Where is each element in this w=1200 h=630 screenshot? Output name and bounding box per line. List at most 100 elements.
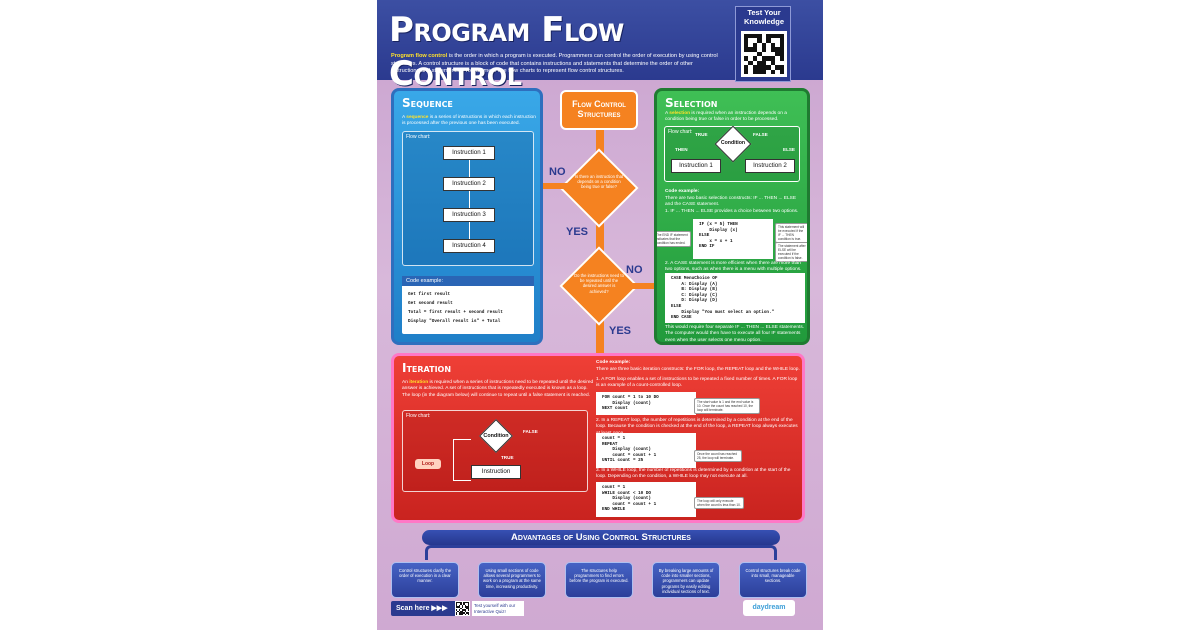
selection-case-footer: This would require four separate IF ... … (665, 325, 805, 343)
iteration-condition: Condition (483, 433, 509, 439)
note-endif: The END IF statement indicates that the … (657, 231, 691, 247)
intro-text: Program flow control is the order in whi… (391, 53, 721, 76)
qr-panel[interactable]: Test Your Knowledge (735, 6, 791, 82)
no-arrow-2 (627, 283, 655, 289)
iteration-panel: Iteration An iteration is required when … (391, 353, 805, 523)
iteration-flow-label: Flow chart: (406, 413, 431, 419)
sequence-text-post: is a series of instructions in which eac… (402, 115, 536, 127)
yes-label-1: YES (566, 226, 589, 238)
for-note: The start value is 1 and the end value i… (694, 398, 760, 414)
sequence-code-title: Code example: (402, 276, 534, 286)
sequence-instruction-1: Instruction 1 (443, 146, 495, 160)
selection-ifthen-code: IF (x = 5) THEN Display (x) ELSE x = x +… (693, 219, 773, 259)
while-note: The loop will only execute when the coun… (694, 497, 744, 509)
selection-condition: Condition (720, 140, 746, 146)
selection-text-pre: A (665, 111, 670, 116)
sequence-code-box: Code example: Get first result Get secon… (402, 276, 534, 334)
intro-body: is the order in which a program is execu… (391, 53, 718, 75)
sequence-instruction-4: Instruction 4 (443, 239, 495, 253)
advantages-title: Advantages of Using Control Structures (422, 530, 780, 545)
sequence-arrow-1 (469, 160, 470, 177)
iteration-text-post: is required when a series of instruction… (402, 380, 594, 398)
selection-flow-chart: Flow chart: Condition TRUE FALSE THEN EL… (664, 125, 800, 182)
advantage-card: Using small sections of code allows seve… (478, 562, 546, 598)
advantage-card: Control structures break code into small… (739, 562, 807, 598)
false-label: FALSE (753, 132, 768, 137)
iteration-text-hl: iteration (409, 380, 429, 385)
iteration-code-intro: There are three basic iteration construc… (596, 367, 800, 372)
poster: Program Flow Control Program flow contro… (377, 0, 823, 630)
daydream-logo: daydream (743, 600, 795, 616)
advantages-bracket (425, 545, 777, 560)
sequence-arrow-2 (469, 191, 470, 208)
question-2-text: Do the instructions need to be repeated … (574, 273, 624, 294)
yes-label-2: YES (609, 325, 632, 337)
sequence-instruction-3: Instruction 3 (443, 208, 495, 222)
else-label: ELSE (783, 147, 795, 152)
sequence-instruction-2: Instruction 2 (443, 177, 495, 191)
selection-instruction-1: Instruction 1 (671, 159, 721, 173)
note-false: The statement after ELSE will be execute… (775, 242, 807, 262)
iteration-false-label: FALSE (523, 429, 538, 434)
iteration-instruction: Instruction (471, 465, 521, 479)
header: Program Flow Control Program flow contro… (377, 0, 823, 94)
center-stem (596, 128, 604, 353)
advantage-card: By breaking large amounts of code into s… (652, 562, 720, 598)
sequence-text-hl: sequence (406, 115, 429, 120)
code-line: Total = first result + second result (408, 310, 503, 315)
sequence-arrow-3 (469, 222, 470, 239)
code-line: Get second result (408, 301, 453, 306)
iteration-while-label: 3. In a WHILE loop, the number of repeti… (596, 468, 791, 480)
sequence-title: Sequence (402, 96, 453, 110)
no-arrow-1 (543, 183, 573, 189)
sequence-text: A sequence is a series of instructions i… (402, 115, 536, 128)
selection-title: Selection (665, 96, 718, 110)
scan-here-label[interactable]: Scan here ▶▶▶ (391, 601, 457, 616)
repeat-note: Once the count has reached 25, the loop … (694, 450, 742, 462)
sequence-flow-label: Flow chart: (406, 134, 431, 140)
sequence-text-pre: A (402, 115, 407, 120)
iteration-true-label: TRUE (501, 455, 514, 460)
selection-panel: Selection A selection is required when a… (654, 88, 810, 345)
quiz-link[interactable]: Test yourself with our Interactive Quiz! (472, 601, 524, 616)
selection-code-heading: Code example: (665, 189, 700, 194)
iteration-flow-chart: Flow chart: Condition FALSE TRUE Instruc… (402, 410, 588, 492)
iteration-text-pre: An (402, 380, 410, 385)
no-label-1: NO (549, 166, 566, 178)
advantage-card: Control structures clarify the order of … (391, 562, 459, 598)
selection-ifthen-label: 1. IF ... THEN ... ELSE provides a choic… (665, 209, 799, 214)
qr-title: Test Your Knowledge (743, 8, 784, 26)
iteration-code-heading: Code example: (596, 360, 631, 365)
selection-case-code: CASE MenuChoice OF A: Display (A) B: Dis… (665, 273, 805, 323)
iteration-title: Iteration (402, 361, 452, 375)
code-line: Get first result (408, 292, 451, 297)
selection-text: A selection is required when an instruct… (665, 111, 805, 124)
intro-highlight: Program flow control (391, 53, 448, 59)
true-label: TRUE (695, 132, 708, 137)
iteration-for-label: 1. A FOR loop enables a set of instructi… (596, 377, 798, 389)
selection-instruction-2: Instruction 2 (745, 159, 795, 173)
page-title: Program Flow Control (389, 10, 624, 94)
then-label: THEN (675, 147, 688, 152)
loop-label: Loop (415, 459, 441, 469)
selection-code-intro: There are two basic selection constructs… (665, 196, 797, 208)
selection-text-post: is required when an instruction depends … (665, 111, 787, 123)
iteration-for-code: FOR count = 1 to 10 DO Display (count) N… (596, 392, 696, 415)
small-qr-code-icon[interactable] (455, 601, 470, 616)
iteration-while-code: count = 1 WHILE count < 10 DO Display (c… (596, 482, 696, 517)
no-label-2: NO (626, 264, 643, 276)
iteration-repeat-code: count = 1 REPEAT Display (count) count =… (596, 433, 696, 468)
sequence-panel: Sequence A sequence is a series of instr… (391, 88, 543, 345)
loop-line (453, 439, 471, 481)
sequence-flow-chart: Flow chart: Instruction 1 Instruction 2 … (402, 131, 534, 266)
selection-flow-label: Flow chart: (668, 129, 693, 135)
iteration-text: An iteration is required when a series o… (402, 380, 594, 399)
advantage-card: The structures help programmers to find … (565, 562, 633, 598)
center-title: Flow Control Structures (560, 90, 638, 130)
selection-text-hl: selection (669, 111, 691, 116)
question-1-text: Is there an instruction that depends on … (574, 174, 624, 190)
code-line: Display "Overall result is" + Total (408, 319, 501, 324)
note-true: This statement will be executed if the I… (775, 223, 807, 243)
qr-code-icon[interactable] (741, 31, 787, 77)
selection-case-label: 2. A CASE statement is more efficient wh… (665, 261, 802, 273)
